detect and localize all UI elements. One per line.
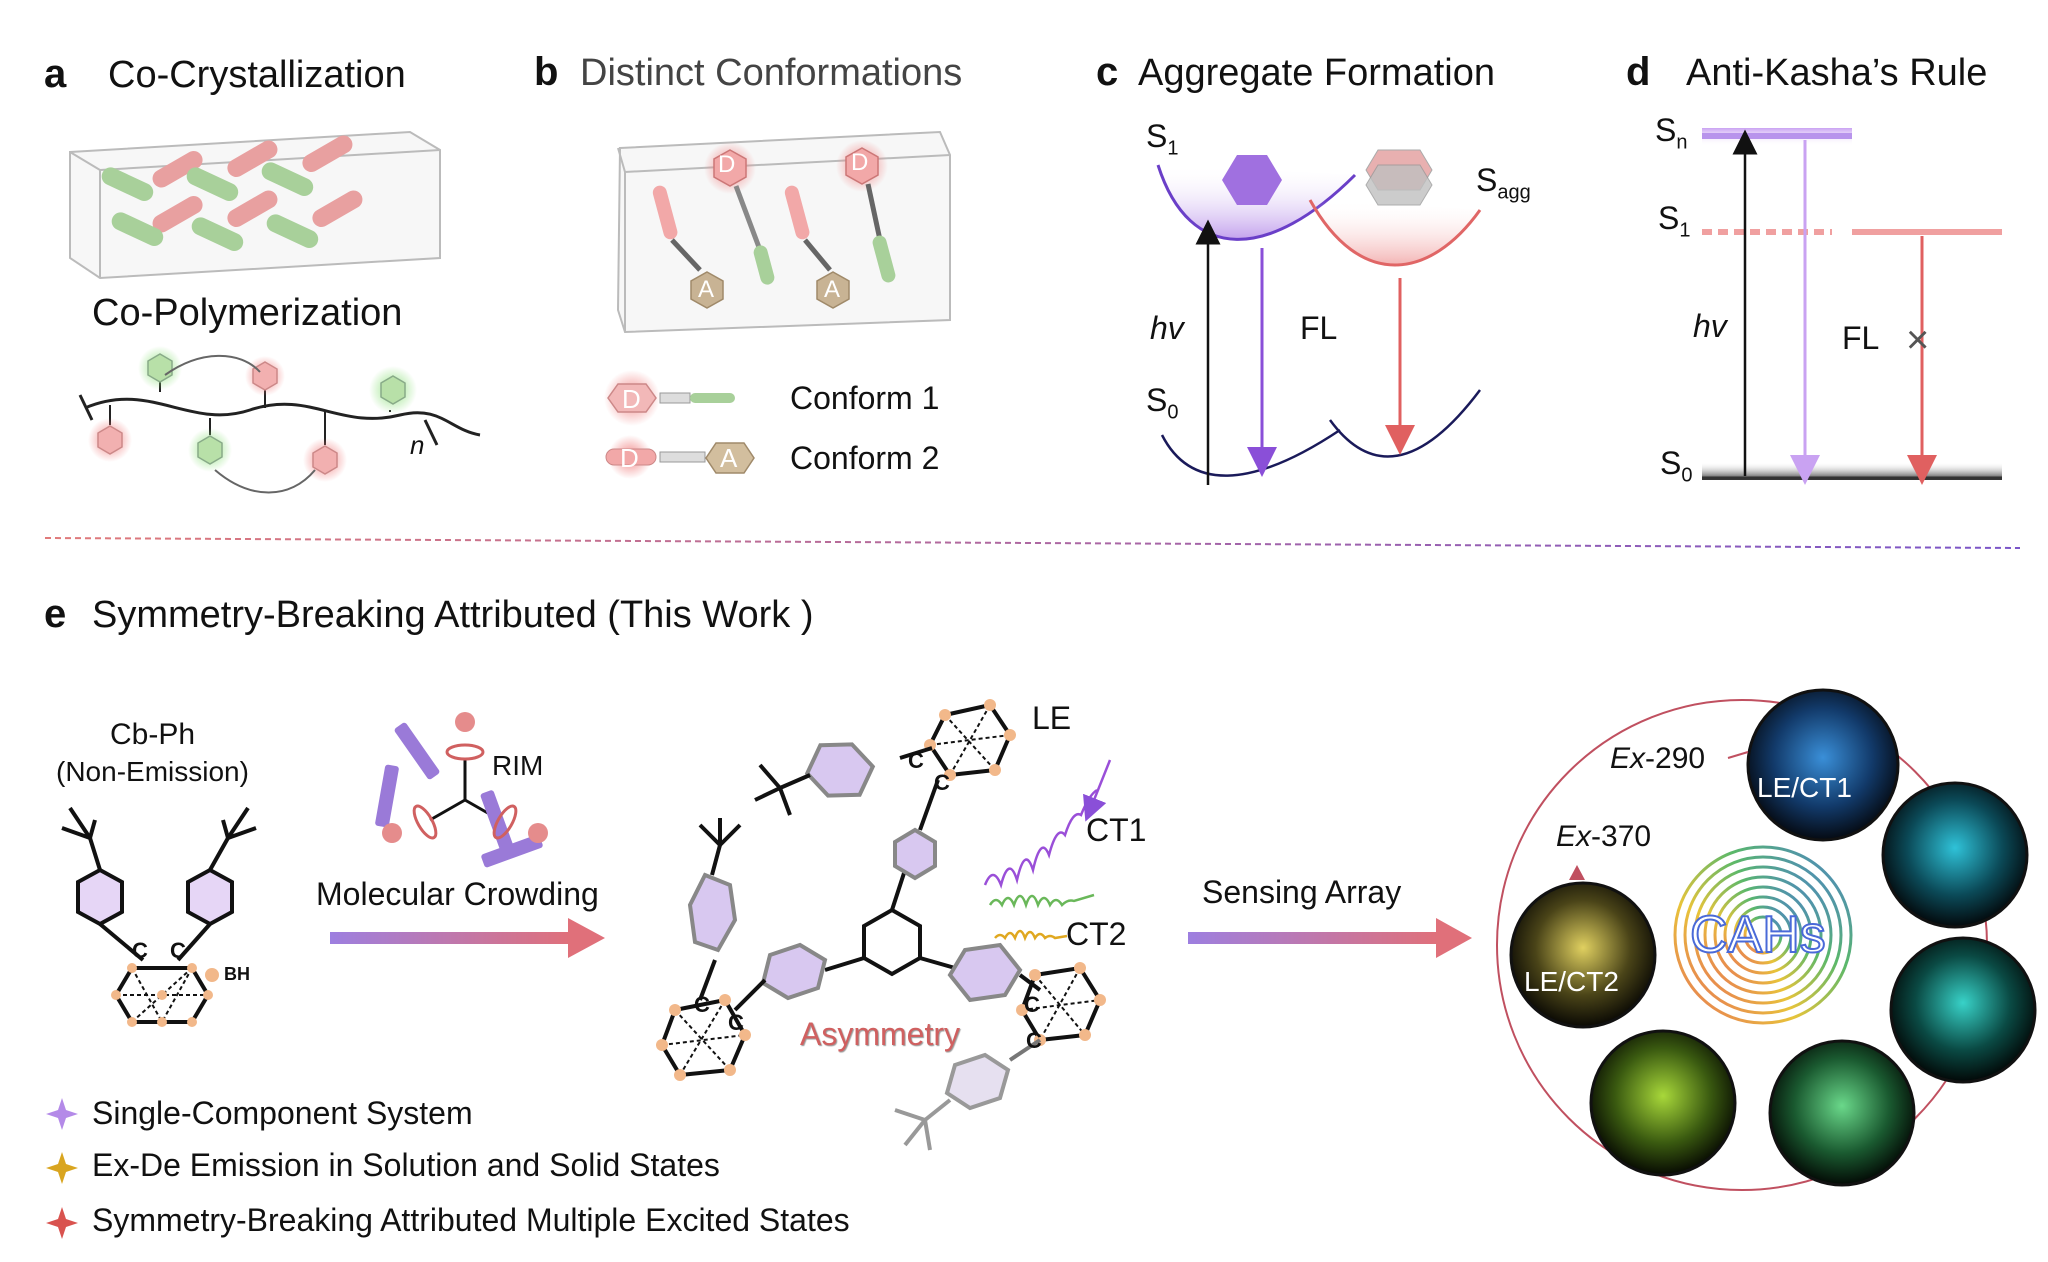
panel-a-subtitle: Co-Polymerization	[92, 292, 403, 334]
emission-waves	[983, 759, 1112, 942]
panel-d-title: Anti-Kasha’s Rule	[1686, 52, 1988, 94]
sensor-dot-green	[1768, 1039, 1916, 1187]
cb-c-label-1: C	[132, 938, 148, 963]
acceptor-label-1: A	[698, 276, 715, 303]
crystal-molecules	[101, 135, 363, 252]
d-sn-label: Sn	[1655, 112, 1688, 154]
le-ct1-label: LE/CT1	[1757, 772, 1852, 803]
panel-a-title: Co-Crystallization	[108, 54, 406, 96]
c-s0-label: S0	[1146, 382, 1179, 424]
sensor-dot-lime	[1589, 1029, 1737, 1177]
molecule-c-label-3: C	[694, 992, 710, 1017]
molecule-name: Cb-Ph	[110, 718, 196, 751]
polymer-subscript: n	[410, 430, 425, 460]
cb-c-label-2: C	[170, 938, 186, 963]
legend-item-2: Ex-De Emission in Solution and Solid Sta…	[92, 1147, 720, 1183]
c-s1-label: S1	[1146, 118, 1179, 160]
anti-kasha-diagram	[1702, 128, 2002, 485]
conform2-donor-label: D	[620, 443, 639, 473]
crowding-arrow	[330, 918, 605, 958]
d-s1-label: S1	[1658, 200, 1691, 242]
c-sagg-label: Sagg	[1476, 162, 1531, 204]
crowding-label: Molecular Crowding	[316, 876, 599, 912]
asymmetric-molecule	[656, 699, 1106, 1151]
panel-a-label: a	[44, 52, 67, 96]
aggregate-diagram	[1156, 149, 1482, 485]
rim-rotor-diagram	[375, 712, 548, 868]
le-label: LE	[1032, 700, 1072, 736]
legend-stars	[46, 1098, 78, 1239]
panel-e-label: e	[44, 592, 67, 636]
sensor-dot-yellow	[1509, 881, 1657, 1029]
panel-c-label: c	[1096, 50, 1119, 94]
le-ct2-label: LE/CT2	[1524, 966, 1619, 997]
conform1-donor-label: D	[622, 384, 641, 414]
sensing-arrow	[1188, 918, 1472, 958]
panel-c-title: Aggregate Formation	[1138, 52, 1495, 94]
section-divider	[44, 537, 2021, 549]
legend-item-3: Symmetry-Breaking Attributed Multiple Ex…	[92, 1202, 850, 1238]
legend: Single-Component System Ex-De Emission i…	[80, 1088, 850, 1248]
d-s0-label: S0	[1660, 445, 1693, 487]
molecule-c-label-6: C	[1026, 1028, 1042, 1053]
c-hv-label: hv	[1150, 310, 1184, 346]
co-polymer-chain	[78, 346, 481, 494]
acceptor-label-2: A	[824, 276, 841, 303]
fingerprint-icon	[1671, 843, 1855, 1027]
c-fl-label: FL	[1300, 310, 1338, 346]
molecule-note: (Non-Emission)	[56, 756, 249, 787]
d-fl-label: FL	[1842, 320, 1880, 356]
asymmetry-label: Asymmetry	[800, 1016, 960, 1052]
conformation-box	[616, 130, 951, 334]
cb-ph-molecule	[61, 806, 257, 1027]
legend-item-1: Single-Component System	[92, 1094, 473, 1131]
rim-label: RIM	[492, 750, 544, 781]
d-hv-label: hv	[1693, 308, 1727, 344]
co-crystal-box	[69, 130, 441, 280]
conform-2-molecule	[605, 435, 755, 479]
donor-label-2: D	[851, 149, 869, 176]
molecule-c-label-4: C	[728, 1010, 744, 1035]
sensing-label: Sensing Array	[1202, 874, 1402, 910]
molecule-c-label-5: C	[1024, 992, 1040, 1017]
panel-d-label: d	[1626, 50, 1651, 94]
ct1-label: CT1	[1086, 812, 1147, 848]
sensor-dot-blue	[1746, 688, 1900, 842]
conform2-acceptor-label: A	[720, 443, 738, 473]
cross-icon: ×	[1906, 318, 1930, 362]
sensing-array	[1496, 688, 2037, 1191]
ct2-label: CT2	[1066, 916, 1127, 952]
conform-1-label: Conform 1	[790, 380, 940, 416]
bh-label: BH	[224, 964, 250, 984]
cahs-label: CAHs	[1689, 905, 1827, 965]
panel-e-title: Symmetry-Breaking Attributed (This Work …	[92, 594, 814, 636]
donor-label-1: D	[718, 151, 736, 178]
ex290-label: Ex-290	[1610, 742, 1706, 775]
panel-b-title: Distinct Conformations	[580, 52, 963, 94]
molecule-c-label-2: C	[934, 770, 950, 795]
panel-b-label: b	[534, 50, 559, 94]
sensor-dot-teal	[1889, 936, 2037, 1084]
sensor-dot-cyan	[1881, 781, 2029, 929]
molecule-c-label-1: C	[908, 748, 924, 773]
ex370-label: Ex-370	[1556, 820, 1652, 853]
conform-1-molecule	[604, 370, 735, 426]
conform-2-label: Conform 2	[790, 440, 940, 476]
